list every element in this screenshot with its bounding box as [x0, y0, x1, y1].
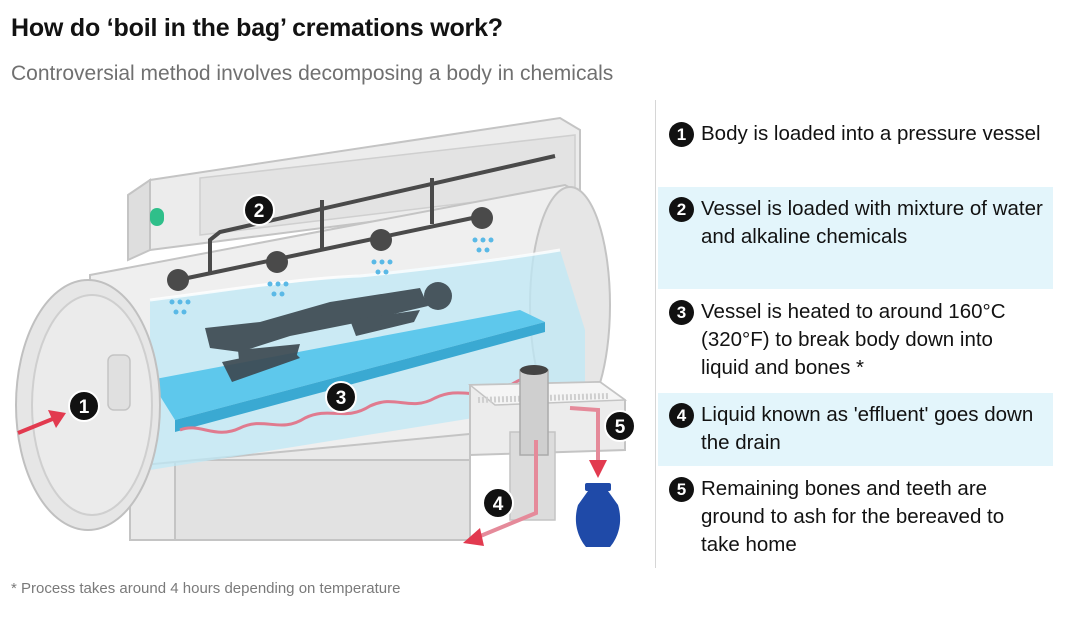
page-title: How do ‘boil in the bag’ cremations work…: [11, 14, 503, 42]
step-text: Liquid known as 'effluent' goes down the…: [701, 403, 1034, 454]
marker-5: 5: [604, 410, 636, 442]
page-subtitle: Controversial method involves decomposin…: [11, 62, 614, 85]
marker-1: 1: [68, 390, 100, 422]
marker-4: 4: [482, 487, 514, 519]
drain-pipe-icon: [509, 365, 556, 521]
svg-text:2: 2: [254, 201, 265, 222]
svg-text:3: 3: [336, 388, 347, 409]
sprinkler-icon: [167, 207, 494, 315]
ash-arrow: [569, 406, 607, 478]
step-text: Remaining bones and teeth are ground to …: [701, 477, 1005, 556]
spray-pipes: [177, 154, 556, 282]
step-number: 3: [669, 300, 694, 325]
body-silhouette-icon: [205, 282, 452, 382]
column-divider: [655, 100, 656, 568]
step-text: Body is loaded into a pressure vessel: [701, 122, 1041, 145]
marker-3: 3: [325, 381, 357, 413]
step-number: 2: [669, 197, 694, 222]
step-4: 4 Liquid known as 'effluent' goes down t…: [658, 393, 1053, 467]
step-5: 5 Remaining bones and teeth are ground t…: [658, 467, 1053, 570]
step-3: 3 Vessel is heated to around 160°C (320°…: [658, 290, 1053, 393]
load-arrow: [17, 410, 66, 435]
marker-2: 2: [243, 194, 275, 226]
step-list: 1 Body is loaded into a pressure vessel …: [658, 112, 1053, 570]
step-number: 5: [669, 477, 694, 502]
svg-text:1: 1: [79, 397, 90, 418]
step-number: 1: [669, 122, 694, 147]
indicator-light-icon: [150, 208, 164, 226]
step-text: Vessel is heated to around 160°C (320°F)…: [701, 300, 1006, 379]
tray: [150, 310, 545, 432]
svg-text:5: 5: [615, 417, 626, 438]
step-2: 2 Vessel is loaded with mixture of water…: [658, 187, 1053, 290]
cremation-diagram: 1 2 3 4 5: [15, 116, 636, 547]
step-number: 4: [669, 403, 694, 428]
footnote: * Process takes around 4 hours depending…: [11, 580, 401, 597]
drain-arrow: [463, 440, 538, 546]
svg-text:4: 4: [493, 494, 504, 515]
step-text: Vessel is loaded with mixture of water a…: [701, 197, 1043, 248]
step-1: 1 Body is loaded into a pressure vessel: [658, 112, 1053, 187]
urn-icon: [575, 483, 621, 547]
